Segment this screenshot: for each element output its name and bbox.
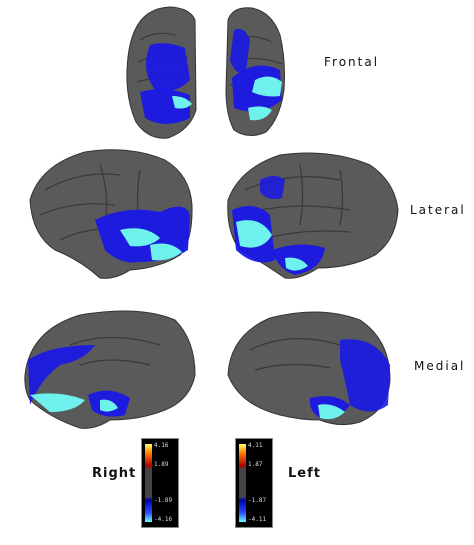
lateral-left-hemisphere [227,152,399,279]
colorbar-right-lower: -1.89 [154,497,173,504]
view-label-lateral: Lateral [410,203,466,217]
view-label-medial: Medial [414,359,466,373]
lateral-right-hemisphere [29,149,193,279]
colorbar-right-gradient [145,444,152,522]
colorbar-right-min: -4.16 [154,516,173,523]
colorbar-right-upper: 1.89 [154,461,169,468]
hemisphere-label-right: Right [92,466,137,481]
colorbar-left-min: -4.11 [248,516,267,523]
colorbar-left-lower: -1.87 [248,497,267,504]
colorbar-left-upper: 1.87 [248,461,263,468]
colorbar-left-max: 4.11 [248,442,263,449]
frontal-right-hemisphere [126,6,197,139]
colorbar-right: 4.16 1.89 -1.89 -4.16 [141,438,179,528]
colorbar-right-max: 4.16 [154,442,169,449]
colorbar-left-gradient [239,444,246,522]
hemisphere-label-left: Left [288,466,321,481]
medial-left-hemisphere [227,311,391,426]
view-label-frontal: Frontal [324,55,380,69]
colorbar-left: 4.11 1.87 -1.87 -4.11 [235,438,273,528]
frontal-left-hemisphere [225,7,285,136]
medial-right-hemisphere [24,310,196,429]
